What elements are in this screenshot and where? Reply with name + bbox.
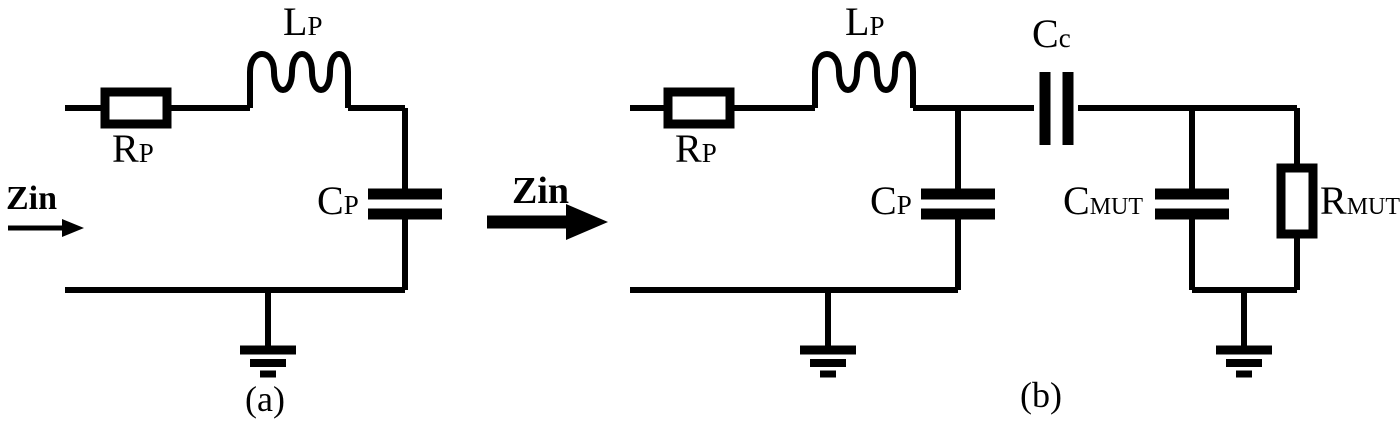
panel-b-circuit bbox=[630, 51, 1318, 378]
label-cmut-b: CMUT bbox=[1063, 178, 1144, 223]
capacitor-cmut-b bbox=[1155, 188, 1229, 220]
caption-panel-b: (b) bbox=[1020, 375, 1062, 415]
label-rp-a: RP bbox=[112, 126, 154, 171]
panel-a-circuit bbox=[8, 51, 442, 378]
inductor-lp-a bbox=[247, 51, 351, 108]
capacitor-cp-a bbox=[368, 188, 442, 220]
ground-a bbox=[240, 290, 296, 378]
ground-b-right bbox=[1216, 290, 1272, 378]
capacitor-cc-b bbox=[1039, 72, 1074, 145]
label-cc-b: Cc bbox=[1032, 11, 1071, 56]
capacitor-cp-b bbox=[921, 188, 995, 220]
transition-arrow bbox=[487, 204, 608, 240]
label-rp-b: RP bbox=[675, 126, 717, 171]
label-cp-b: CP bbox=[870, 178, 912, 223]
label-lp-b: LP bbox=[845, 0, 885, 44]
label-zin-transition: Zin bbox=[512, 170, 570, 212]
inductor-lp-b bbox=[812, 51, 916, 108]
resistor-rp-a bbox=[100, 87, 172, 129]
label-rmut-b: RMUT bbox=[1320, 178, 1400, 223]
label-cp-a: CP bbox=[317, 178, 359, 223]
label-lp-a: LP bbox=[283, 0, 323, 44]
label-zin-a: Zin bbox=[6, 180, 58, 217]
zin-arrow-a bbox=[8, 219, 84, 237]
ground-b-left bbox=[800, 290, 856, 378]
resistor-rmut-b bbox=[1276, 163, 1318, 239]
caption-panel-a: (a) bbox=[245, 379, 285, 419]
resistor-rp-b bbox=[663, 87, 735, 129]
